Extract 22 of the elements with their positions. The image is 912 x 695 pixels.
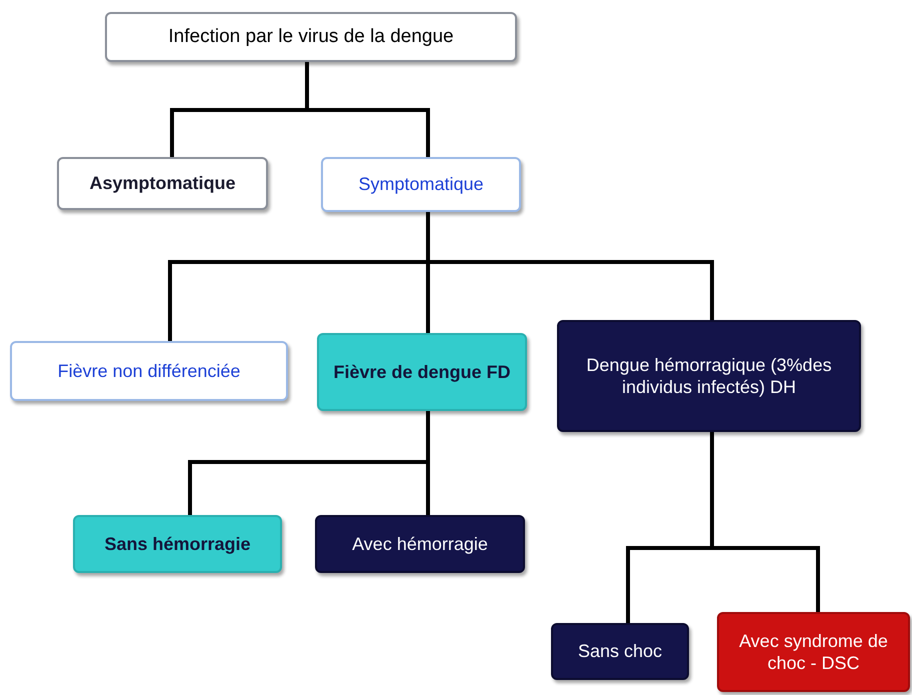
node-label: Fièvre de dengue FD [333,360,511,384]
node-label: Avec syndrome de choc - DSC [738,630,889,674]
connector-line [305,62,430,157]
outcome-box [557,320,861,432]
category-box [57,157,268,210]
node-label: Symptomatique [358,173,484,196]
outcome-box [317,333,527,411]
outcome-box [10,341,288,401]
node-label: Dengue hémorragique (3%des individus infectés) DH [585,354,833,398]
node-label: Sans hémorragie [104,532,251,556]
outcome-box [315,515,525,573]
root-box [105,12,517,62]
node-label: Fièvre non différenciée [58,360,240,382]
outcome-box [73,515,282,573]
node-label: Infection par le virus de la dengue [168,25,454,49]
category-box [321,157,521,212]
node-label: Asymptomatique [89,172,236,195]
node-label: Sans choc [578,640,662,663]
outcome-box [551,623,689,680]
connector-line [426,212,714,320]
outcome-box [717,612,910,692]
node-label: Avec hémorragie [352,532,488,556]
